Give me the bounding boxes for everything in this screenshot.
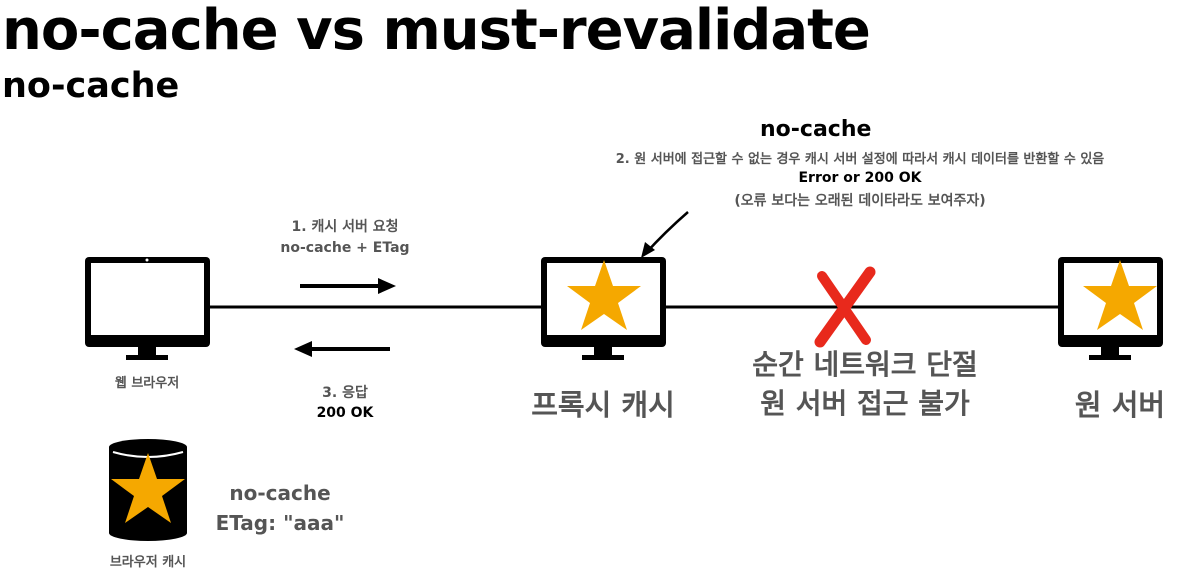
browser-cache-directive: no-cache [229, 481, 331, 505]
network-failure-line2: 원 서버 접근 불가 [760, 387, 970, 420]
left-arrow-icon [294, 341, 390, 357]
pointer-arrow-icon [641, 211, 689, 258]
request-line1: 1. 캐시 서버 요청 [291, 219, 399, 235]
page-subtitle: no-cache [2, 66, 180, 106]
browser-monitor-icon [85, 257, 210, 360]
proxy-note-line1: 2. 원 서버에 접근할 수 없는 경우 캐시 서버 설정에 따라서 캐시 데이… [615, 152, 1105, 167]
request-line2: no-cache + ETag [280, 240, 410, 256]
proxy-note-line2: Error or 200 OK [798, 170, 922, 186]
proxy-label: 프록시 캐시 [531, 388, 675, 422]
browser-label: 웹 브라우저 [114, 376, 180, 391]
origin-label: 원 서버 [1074, 388, 1166, 422]
proxy-note-heading: no-cache [760, 117, 872, 142]
network-cut-cross-icon [814, 266, 876, 348]
right-arrow-icon [300, 278, 396, 294]
page-title: no-cache vs must-revalidate [2, 0, 871, 63]
response-line1: 3. 응답 [322, 385, 368, 401]
browser-cache-cylinder-icon [109, 439, 187, 541]
proxy-note-line3: (오류 보다는 오래된 데이타라도 보여주자) [734, 193, 986, 209]
proxy-monitor-icon [541, 257, 666, 360]
browser-cache-etag: ETag: "aaa" [215, 511, 345, 535]
network-failure-line1: 순간 네트워크 단절 [752, 348, 978, 381]
origin-monitor-icon [1058, 257, 1163, 360]
response-line2: 200 OK [316, 405, 374, 421]
browser-cache-label: 브라우저 캐시 [109, 555, 187, 570]
